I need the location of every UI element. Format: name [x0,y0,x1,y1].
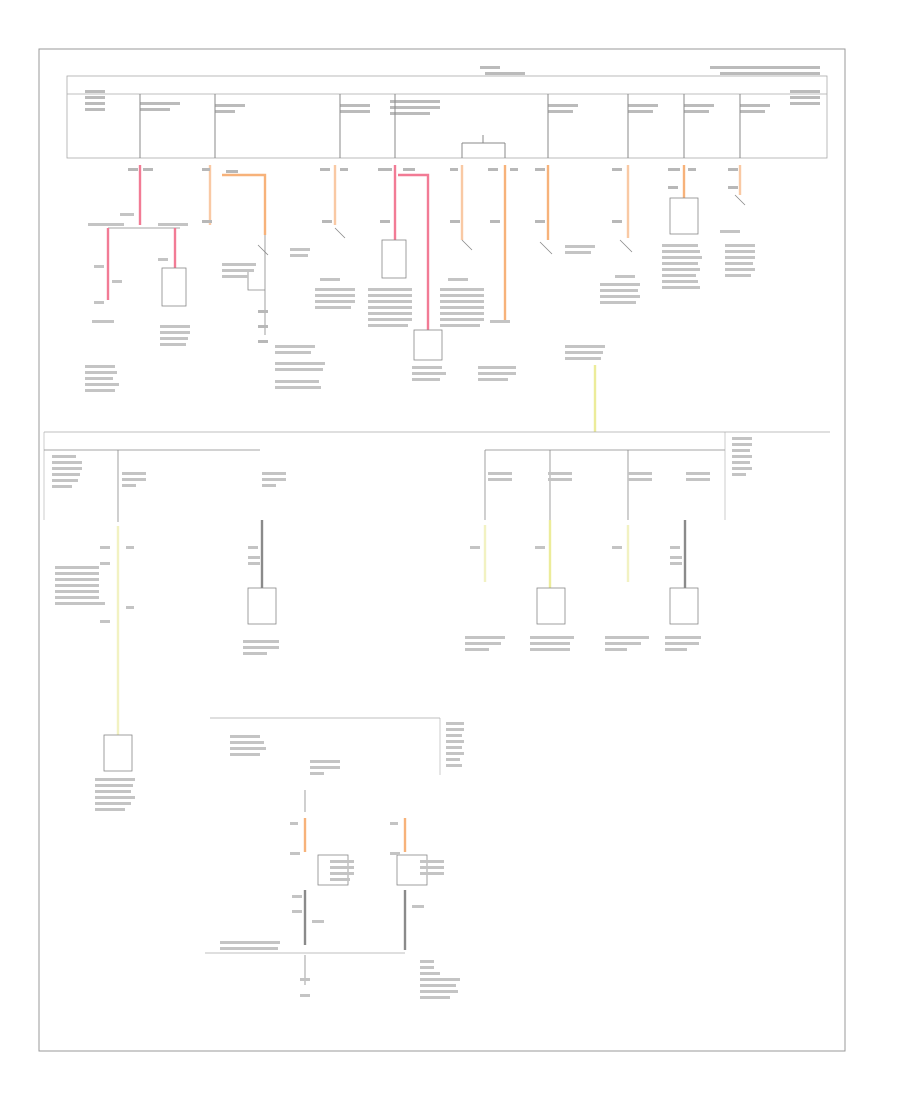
label-blocks-bottom [220,722,464,999]
bottom-section [205,717,441,985]
page-frame [38,48,846,1052]
wires-lower [116,450,687,735]
label-blocks-upper [85,168,755,392]
wires-upper [106,165,742,330]
label-blocks-lower [52,437,752,811]
middle-feed [43,365,830,520]
components-lower [103,587,699,886]
fuse-block-top [66,66,828,159]
components-upper [161,194,746,361]
